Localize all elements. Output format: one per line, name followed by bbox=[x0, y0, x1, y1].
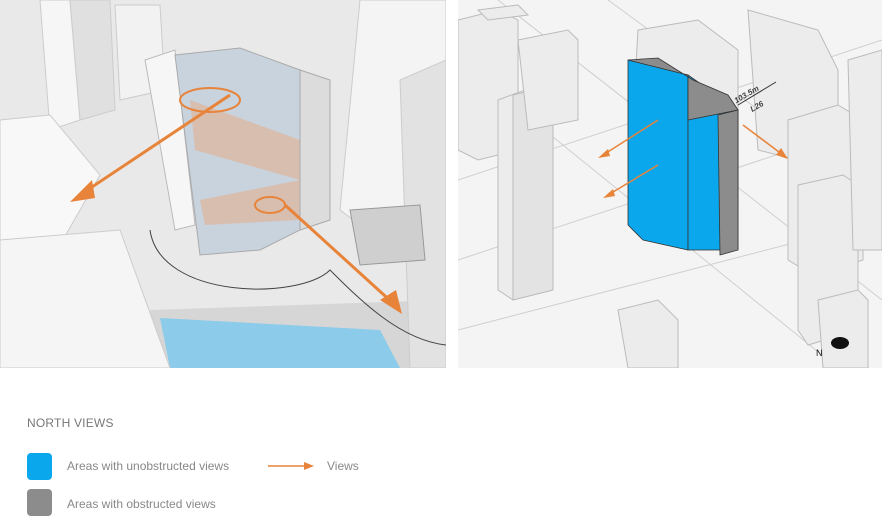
legend-views-label: Views bbox=[327, 459, 359, 473]
legend-obstructed-label: Areas with obstructed views bbox=[67, 497, 216, 511]
view-arrow bbox=[79, 93, 231, 197]
perspective-render bbox=[0, 0, 446, 368]
axonometric-diagram: N bbox=[458, 0, 882, 368]
svg-text:N: N bbox=[816, 348, 823, 358]
obstructed-facade bbox=[717, 109, 739, 256]
axonometric-diagram-panel: N 103.5m L26 bbox=[458, 0, 882, 368]
north-arrow-icon bbox=[831, 337, 849, 349]
obstructed-swatch bbox=[27, 489, 52, 516]
perspective-render-panel bbox=[0, 0, 446, 368]
unobstructed-swatch bbox=[27, 453, 52, 480]
legend-title: NORTH VIEWS bbox=[27, 416, 114, 430]
view-arrow-icon bbox=[268, 462, 314, 470]
view-arrow bbox=[283, 203, 397, 307]
unobstructed-facade bbox=[627, 59, 689, 251]
legend-unobstructed-label: Areas with unobstructed views bbox=[67, 459, 230, 473]
